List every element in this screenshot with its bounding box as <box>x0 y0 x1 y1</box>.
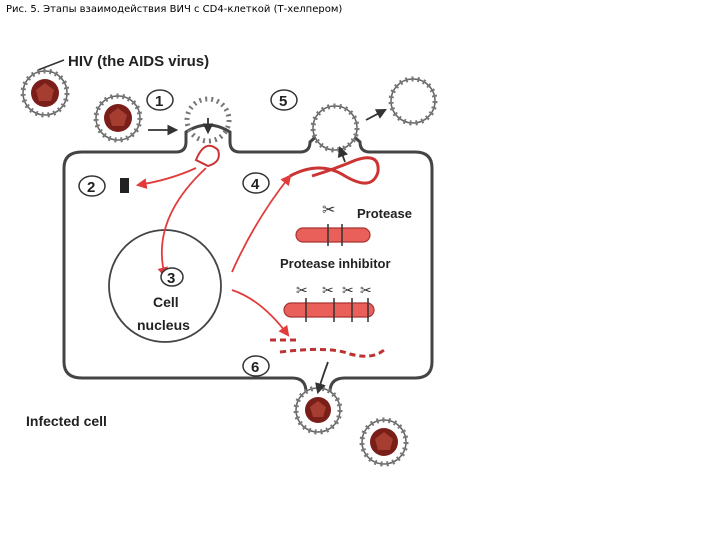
arrow-to-nucleus <box>157 167 207 279</box>
step-5-number: 5 <box>279 93 287 110</box>
viral-rna-block <box>120 178 129 193</box>
hiv-pointer-line <box>37 59 65 71</box>
step-6-number: 6 <box>251 359 259 376</box>
virus-budding-mature <box>293 385 343 435</box>
release-arrow <box>365 108 387 121</box>
figure-caption: Рис. 5. Этапы взаимодействия ВИЧ с CD4-к… <box>6 4 343 15</box>
infected-cell-label: Infected cell <box>26 413 107 429</box>
step-6-badge: 6 <box>242 355 270 377</box>
virus-free <box>20 68 70 118</box>
virus-fusing <box>184 96 232 144</box>
scissors-icon: ✂ <box>322 282 334 298</box>
step-3-badge: 3 <box>160 267 184 287</box>
new-viral-rna <box>279 347 385 358</box>
uncoating-capsule <box>194 144 220 168</box>
virus-budding <box>310 103 360 153</box>
step-4-badge: 4 <box>242 172 270 194</box>
cell-membrane <box>62 123 434 400</box>
scissors-icon: ✂ <box>322 202 335 219</box>
protease-label: Protease <box>357 206 412 221</box>
arrow-to-polyprotein <box>231 289 290 337</box>
step-1-number: 1 <box>155 93 163 110</box>
step-2-number: 2 <box>87 179 95 196</box>
viral-rna-strand <box>289 156 380 185</box>
virus-released-empty <box>388 76 438 126</box>
step-3-number: 3 <box>167 270 175 287</box>
polyprotein-bar <box>295 227 371 243</box>
scissors-icon: ✂ <box>296 282 308 298</box>
arrow-to-rna <box>135 167 197 190</box>
protease-inhibitor-label: Protease inhibitor <box>280 256 391 271</box>
step-2-badge: 2 <box>78 175 106 197</box>
bud-arrow <box>337 145 348 163</box>
nucleus-label: nucleus <box>137 317 190 333</box>
hiv-label: HIV (the AIDS virus) <box>68 53 209 70</box>
scissors-icon: ✂ <box>342 282 354 298</box>
inhibited-polyprotein-bar <box>283 302 375 318</box>
assembly-arrow <box>315 361 329 395</box>
step-4-number: 4 <box>251 176 260 193</box>
scissors-icon: ✂ <box>360 282 372 298</box>
step-5-badge: 5 <box>270 89 298 111</box>
arrow-to-rna-strand <box>231 174 292 273</box>
step-1-badge: 1 <box>146 89 174 111</box>
cell-label: Cell <box>153 294 179 310</box>
virus-mature-released <box>359 417 409 467</box>
virus-attaching <box>93 93 143 143</box>
